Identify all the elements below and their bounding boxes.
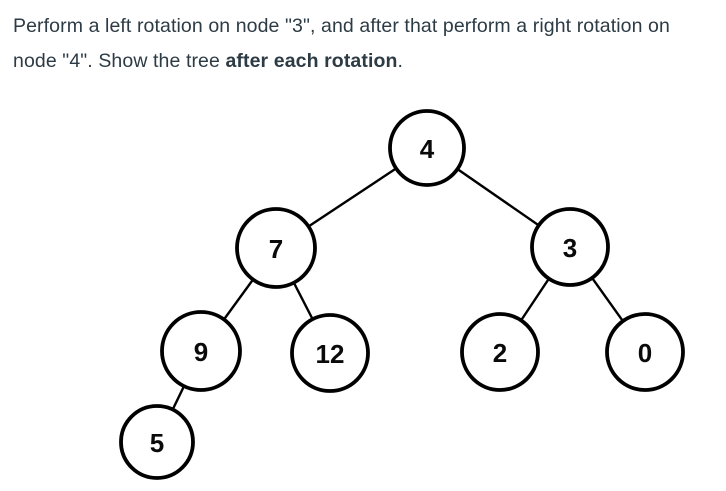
tree-node-2: 2 bbox=[460, 312, 540, 392]
tree-node-7: 7 bbox=[235, 207, 317, 289]
tree-node-9: 9 bbox=[160, 310, 242, 392]
tree-node-circle-2 bbox=[460, 312, 540, 392]
tree-node-circle-4 bbox=[388, 109, 466, 187]
tree-node-circle-5 bbox=[119, 404, 195, 480]
question-line2-period: . bbox=[397, 50, 404, 72]
tree-node-circle-9 bbox=[160, 310, 242, 392]
tree-node-circle-3 bbox=[530, 207, 610, 287]
question-text: Perform a left rotation on node "3", and… bbox=[13, 9, 718, 79]
question-line2-regular: node "4". Show the tree bbox=[13, 50, 226, 72]
tree-node-label-5: 5 bbox=[150, 428, 164, 458]
tree-node-circle-0 bbox=[605, 312, 685, 392]
tree-node-label-12: 12 bbox=[316, 339, 345, 369]
tree-node-0: 0 bbox=[605, 312, 685, 392]
tree-node-5: 5 bbox=[119, 404, 195, 480]
tree-node-circle-12 bbox=[290, 313, 370, 393]
tree-node-12: 12 bbox=[290, 313, 370, 393]
tree-node-label-0: 0 bbox=[638, 338, 652, 368]
question-line1-text: Perform a left rotation on node "3", and… bbox=[13, 15, 670, 37]
question-line-1: Perform a left rotation on node "3", and… bbox=[13, 9, 718, 44]
tree-node-label-9: 9 bbox=[194, 337, 208, 367]
question-line2-bold: after each rotation bbox=[225, 50, 398, 72]
question-line-2: node "4". Show the tree after each rotat… bbox=[13, 44, 718, 79]
tree-node-4: 4 bbox=[388, 109, 466, 187]
tree-node-label-7: 7 bbox=[269, 234, 283, 264]
tree-node-label-2: 2 bbox=[493, 338, 507, 368]
tree-node-label-4: 4 bbox=[420, 134, 435, 164]
tree-node-circle-7 bbox=[235, 207, 317, 289]
tree-node-3: 3 bbox=[530, 207, 610, 287]
tree-node-label-3: 3 bbox=[563, 233, 577, 263]
